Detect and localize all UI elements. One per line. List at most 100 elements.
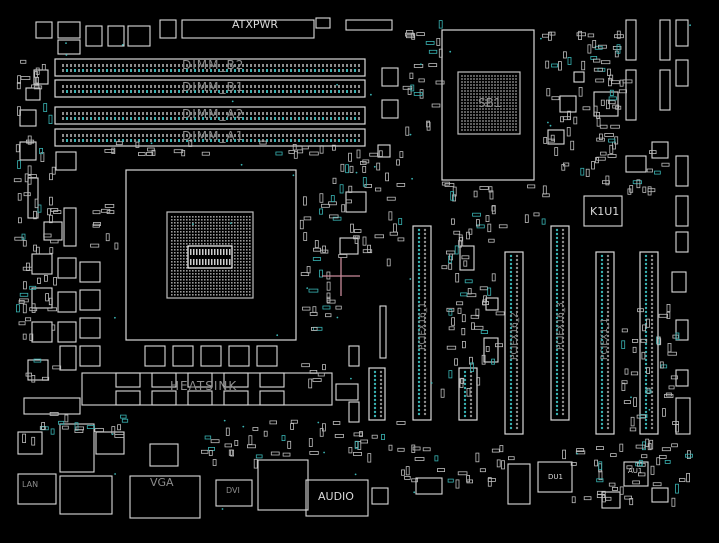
smd-part xyxy=(412,446,421,451)
pcie-slot-4[interactable] xyxy=(595,251,615,435)
dimm-pin xyxy=(314,134,316,137)
smd-part xyxy=(647,443,652,451)
cpu-pin xyxy=(240,219,242,221)
pcie-pin xyxy=(555,404,559,408)
pcie-pin xyxy=(606,406,610,410)
dvi-port[interactable] xyxy=(215,479,253,507)
cpu-pin xyxy=(216,234,218,236)
lan-port[interactable] xyxy=(17,473,57,505)
dimm-slot-a1[interactable] xyxy=(54,128,366,147)
dimm-pin xyxy=(210,112,212,115)
smd-part xyxy=(396,420,406,425)
cpu-pin xyxy=(204,270,206,272)
dimm-pin xyxy=(82,69,84,72)
dimm-slot-a2[interactable] xyxy=(54,106,366,125)
pcie-pin xyxy=(644,394,648,398)
smd-part xyxy=(554,147,559,156)
cpu-pin xyxy=(225,228,227,230)
dimm-slot-b1[interactable] xyxy=(54,79,366,98)
cpu-pin xyxy=(183,273,185,275)
pcie-pin xyxy=(417,412,421,416)
smd-part xyxy=(416,32,425,36)
smd-part xyxy=(491,448,500,453)
chipset-ball xyxy=(461,99,463,101)
cpu-pin xyxy=(189,240,191,242)
dimm-pin xyxy=(226,134,228,137)
pcie-pin xyxy=(555,356,559,360)
dimm-pin xyxy=(226,112,228,115)
dimm-pin xyxy=(222,64,224,67)
chipset-ball xyxy=(476,114,478,116)
cpu-pin xyxy=(249,222,251,224)
pcie-slot-3[interactable] xyxy=(550,225,570,421)
smd-part xyxy=(593,58,601,63)
smd-part xyxy=(630,371,639,376)
cpu-pin xyxy=(222,270,224,272)
pcie-x1-slot[interactable] xyxy=(458,367,478,421)
pcie-slot-2[interactable] xyxy=(504,251,524,435)
cpu-pin xyxy=(183,282,185,284)
du1-chip[interactable] xyxy=(537,461,573,493)
cpu-pin xyxy=(186,216,188,218)
pcie-pin xyxy=(423,364,427,368)
dimm-pin xyxy=(222,112,224,115)
dimm-pin xyxy=(118,90,120,93)
smd-part xyxy=(621,382,626,391)
cpu-pin xyxy=(249,282,251,284)
dimm-pin xyxy=(166,112,168,115)
cpu-pin xyxy=(237,252,239,254)
chipset-ball xyxy=(470,114,472,116)
smd-part xyxy=(290,423,295,430)
cpu-socket[interactable] xyxy=(125,169,297,341)
cpu-pin xyxy=(216,222,218,224)
smd-part xyxy=(472,212,481,217)
pcie-pin xyxy=(644,270,648,274)
audio-jack[interactable] xyxy=(305,479,369,517)
chipset-ball xyxy=(485,129,487,131)
cpu-pin xyxy=(198,225,200,227)
cpu-pin xyxy=(246,255,248,257)
chipset-ball xyxy=(476,102,478,104)
chipset-ball xyxy=(515,87,517,89)
k1u1-chip[interactable] xyxy=(583,195,623,227)
dimm-pin xyxy=(166,85,168,88)
pcie-x1-slot-b[interactable] xyxy=(368,367,386,421)
dimm-pin xyxy=(178,112,180,115)
smd-part xyxy=(362,177,367,187)
dimm-pin xyxy=(294,64,296,67)
cpu-pin xyxy=(231,225,233,227)
dimm-pin xyxy=(234,117,236,120)
chipset-ball xyxy=(461,126,463,128)
pcie-pin xyxy=(606,318,610,322)
chipset-ball xyxy=(482,84,484,86)
cpu-pin xyxy=(249,294,251,296)
cpu-pin xyxy=(243,282,245,284)
atx-power-connector[interactable] xyxy=(181,19,315,39)
cpu-pin xyxy=(213,225,215,227)
pcie-pin xyxy=(650,310,654,314)
dimm-pin xyxy=(166,134,168,137)
cpu-pin xyxy=(210,225,212,227)
cpu-pin xyxy=(240,216,242,218)
dimm-pin xyxy=(298,90,300,93)
cpu-pin xyxy=(204,282,206,284)
usb-port-b[interactable] xyxy=(257,459,309,511)
dimm-slot-b2[interactable] xyxy=(54,58,366,77)
chipset[interactable] xyxy=(441,29,535,181)
dimm-pin xyxy=(346,134,348,137)
pcie-pin xyxy=(606,402,610,406)
au1-chip[interactable] xyxy=(623,461,649,487)
vga-port[interactable] xyxy=(129,475,201,519)
cpu-pin xyxy=(177,264,179,266)
smd-part xyxy=(50,208,59,212)
dimm-pin xyxy=(70,85,72,88)
pcie-pin xyxy=(417,348,421,352)
chipset-ball xyxy=(488,81,490,83)
usb-port-a[interactable] xyxy=(59,475,113,515)
chipset-ball xyxy=(488,78,490,80)
pcie-pin xyxy=(650,330,654,334)
cpu-pin xyxy=(213,282,215,284)
chipset-ball xyxy=(473,105,475,107)
pcie-pin xyxy=(509,330,513,334)
pcie-slot-1[interactable] xyxy=(412,225,432,421)
